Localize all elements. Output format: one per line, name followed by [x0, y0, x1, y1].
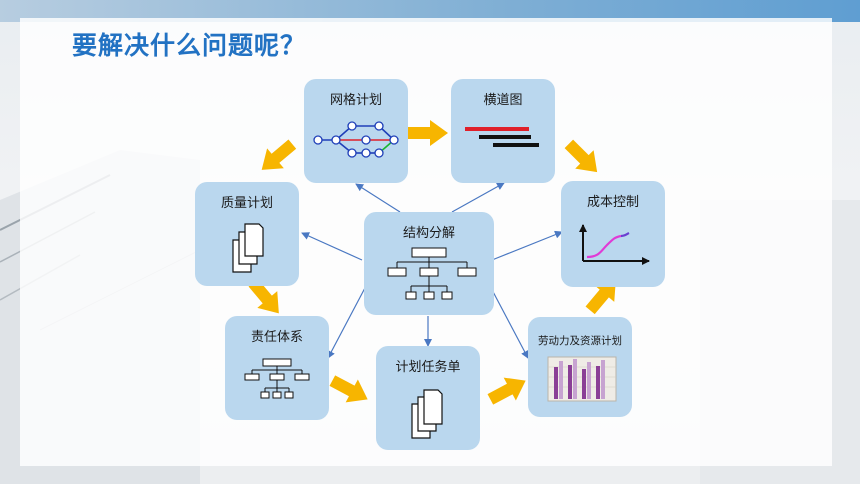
node-cost-control[interactable]: 成本控制 — [561, 181, 665, 287]
node-structure-label: 结构分解 — [402, 226, 455, 241]
node-structure[interactable]: 结构分解 — [364, 212, 494, 315]
node-responsibility[interactable]: 责任体系 — [225, 316, 329, 420]
bar-chart-icon — [547, 356, 617, 402]
arrow-gantt-to-cost — [564, 139, 598, 173]
link-to-grid-plan — [355, 183, 401, 213]
node-resource-plan-label: 劳动力及资源计划 — [538, 335, 622, 347]
node-gantt-label: 横道图 — [483, 93, 523, 108]
arrow-resource-to-cost — [585, 279, 616, 315]
arrow-grid-to-quality — [261, 139, 297, 170]
flow-arrows — [248, 120, 616, 405]
link-to-gantt — [451, 182, 505, 213]
node-resource-plan[interactable]: 劳动力及资源计划 — [528, 317, 632, 417]
node-gantt[interactable]: 横道图 — [451, 79, 555, 183]
network-diagram-icon — [313, 121, 399, 158]
hierarchy-tree-icon — [387, 247, 477, 300]
node-responsibility-label: 责任体系 — [250, 330, 303, 345]
arrow-responsibility-to-task — [329, 375, 368, 403]
structure-links — [301, 182, 563, 359]
node-grid-plan-label: 网格计划 — [329, 93, 382, 108]
node-cost-control-label: 成本控制 — [586, 195, 639, 210]
link-to-responsibility — [327, 285, 367, 359]
link-to-quality-plan — [301, 232, 363, 261]
gantt-bars-icon — [465, 127, 539, 147]
node-task-list[interactable]: 计划任务单 — [376, 346, 480, 450]
node-task-list-label: 计划任务单 — [395, 360, 461, 375]
link-to-cost-control — [491, 230, 563, 261]
arrow-task-to-resource — [487, 377, 526, 405]
node-quality-plan[interactable]: 质量计划 — [195, 182, 299, 286]
link-to-resource-plan — [489, 285, 529, 359]
node-quality-plan-label: 质量计划 — [220, 196, 273, 211]
arrow-quality-to-responsibility — [248, 278, 279, 314]
sky-strip — [0, 0, 860, 22]
slide-title: 要解决什么问题呢？ — [72, 31, 307, 60]
node-grid-plan[interactable]: 网格计划 — [304, 79, 408, 183]
document-stack-icon — [232, 223, 264, 273]
cost-curve-icon — [579, 224, 650, 265]
org-chart-icon — [244, 358, 310, 399]
task-document-icon — [411, 389, 443, 439]
arrow-grid-to-gantt — [408, 120, 448, 146]
